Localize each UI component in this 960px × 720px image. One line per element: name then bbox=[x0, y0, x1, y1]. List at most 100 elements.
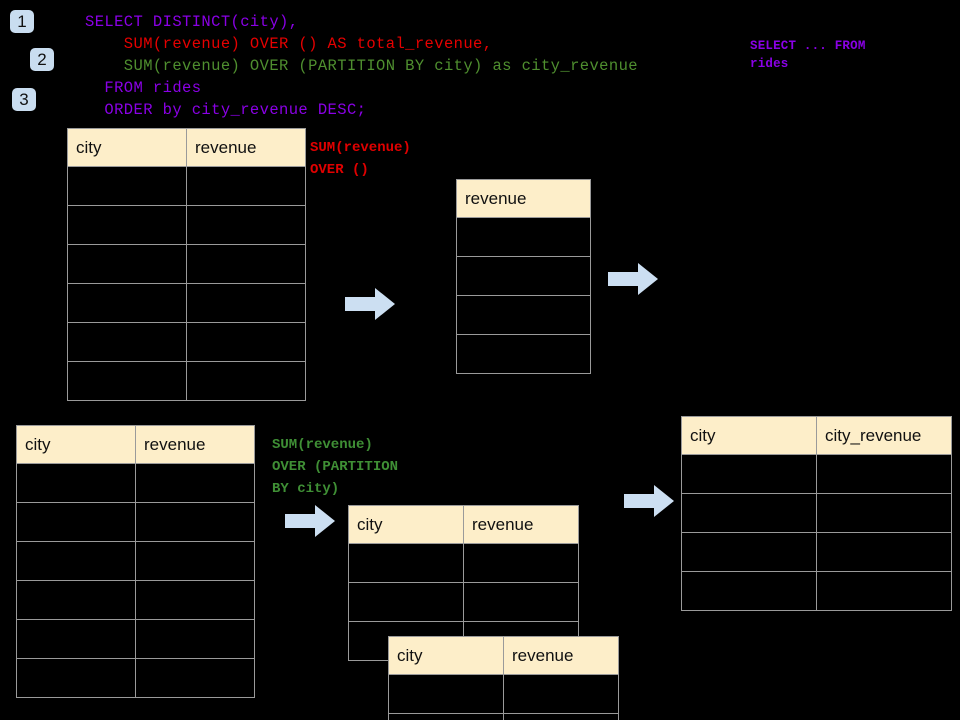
table-cell bbox=[16, 580, 136, 620]
table-row bbox=[456, 334, 591, 374]
sql-line-total-revenue: SUM(revenue) OVER () AS total_revenue, bbox=[85, 35, 493, 53]
table-cell bbox=[681, 493, 817, 533]
table-cell bbox=[348, 543, 464, 583]
table-cell bbox=[681, 571, 817, 611]
table-row bbox=[388, 674, 619, 714]
table-row bbox=[681, 571, 952, 611]
table-row bbox=[388, 713, 619, 720]
table-cell bbox=[388, 674, 504, 714]
table-row bbox=[16, 580, 255, 620]
table-row bbox=[16, 658, 255, 698]
table-header-row: city revenue bbox=[16, 425, 255, 464]
table-cell bbox=[186, 322, 306, 362]
column-header-revenue: revenue bbox=[456, 179, 591, 218]
column-header-revenue: revenue bbox=[463, 505, 579, 544]
table-cell bbox=[816, 571, 952, 611]
table-row bbox=[456, 295, 591, 335]
table-cell bbox=[463, 582, 579, 622]
column-header-city: city bbox=[67, 128, 187, 167]
table-cell bbox=[463, 543, 579, 583]
table-header-row: city revenue bbox=[348, 505, 579, 544]
table-row bbox=[681, 454, 952, 494]
table-cell bbox=[135, 580, 255, 620]
sql-line-select-distinct: SELECT DISTINCT(city), bbox=[85, 13, 299, 31]
column-header-city-revenue: city_revenue bbox=[816, 416, 952, 455]
table-source-bottom: city revenue bbox=[16, 425, 255, 698]
table-cell bbox=[67, 283, 187, 323]
table-cell bbox=[67, 361, 187, 401]
table-cell bbox=[67, 205, 187, 245]
table-cell bbox=[67, 244, 187, 284]
table-cell bbox=[16, 658, 136, 698]
table-source-top: city revenue bbox=[67, 128, 306, 401]
column-header-city: city bbox=[681, 416, 817, 455]
table-row bbox=[348, 582, 579, 622]
table-row bbox=[16, 541, 255, 581]
arrow-icon-step1 bbox=[345, 288, 395, 320]
table-cell bbox=[67, 166, 187, 206]
table-cell bbox=[503, 713, 619, 720]
arrow-icon-step4 bbox=[624, 485, 674, 517]
table-cell bbox=[503, 674, 619, 714]
column-header-revenue: revenue bbox=[135, 425, 255, 464]
table-header-row: city revenue bbox=[388, 636, 619, 675]
arrow-icon-step2 bbox=[608, 263, 658, 295]
step-badge-3: 3 bbox=[12, 88, 36, 111]
table-cell bbox=[186, 244, 306, 284]
table-cell bbox=[816, 454, 952, 494]
table-row bbox=[456, 256, 591, 296]
annotation-over-partition: SUM(revenue) OVER (PARTITION BY city) bbox=[272, 437, 399, 497]
table-cell bbox=[456, 295, 591, 335]
table-row bbox=[67, 166, 306, 206]
table-result: city city_revenue bbox=[681, 416, 952, 611]
table-cell bbox=[186, 205, 306, 245]
table-cell bbox=[16, 502, 136, 542]
table-cell bbox=[67, 322, 187, 362]
table-row bbox=[681, 532, 952, 572]
sql-line-order-by: ORDER by city_revenue DESC; bbox=[85, 101, 367, 119]
table-cell bbox=[135, 658, 255, 698]
table-row bbox=[67, 283, 306, 323]
table-row bbox=[16, 463, 255, 503]
table-header-row: city revenue bbox=[67, 128, 306, 167]
table-partition-front: city revenue bbox=[388, 636, 619, 720]
table-cell bbox=[186, 166, 306, 206]
arrow-icon-step3 bbox=[285, 505, 335, 537]
table-row bbox=[67, 361, 306, 401]
table-cell bbox=[135, 463, 255, 503]
table-row bbox=[348, 543, 579, 583]
column-header-revenue: revenue bbox=[186, 128, 306, 167]
annotation-over-empty: SUM(revenue) OVER () bbox=[310, 140, 411, 178]
table-cell bbox=[186, 361, 306, 401]
table-cell bbox=[135, 541, 255, 581]
column-header-city: city bbox=[16, 425, 136, 464]
table-row bbox=[67, 322, 306, 362]
table-row bbox=[456, 217, 591, 257]
table-cell bbox=[135, 502, 255, 542]
table-cell bbox=[348, 582, 464, 622]
table-cell bbox=[681, 532, 817, 572]
table-cell bbox=[16, 619, 136, 659]
step-badge-1: 1 bbox=[10, 10, 34, 33]
column-header-city: city bbox=[388, 636, 504, 675]
step-badge-2: 2 bbox=[30, 48, 54, 71]
table-cell bbox=[388, 713, 504, 720]
table-cell bbox=[135, 619, 255, 659]
table-cell bbox=[186, 283, 306, 323]
table-cell bbox=[456, 334, 591, 374]
table-row bbox=[67, 205, 306, 245]
table-cell bbox=[456, 256, 591, 296]
table-cell bbox=[456, 217, 591, 257]
table-cell bbox=[16, 463, 136, 503]
column-header-revenue: revenue bbox=[503, 636, 619, 675]
sql-line-city-revenue: SUM(revenue) OVER (PARTITION BY city) as… bbox=[85, 57, 638, 75]
table-cell bbox=[681, 454, 817, 494]
sql-side-note: SELECT ... FROM rides bbox=[750, 39, 866, 71]
table-cell bbox=[816, 532, 952, 572]
table-row bbox=[16, 502, 255, 542]
table-row bbox=[16, 619, 255, 659]
column-header-city: city bbox=[348, 505, 464, 544]
table-cell bbox=[16, 541, 136, 581]
table-total-revenue: revenue bbox=[456, 179, 591, 374]
